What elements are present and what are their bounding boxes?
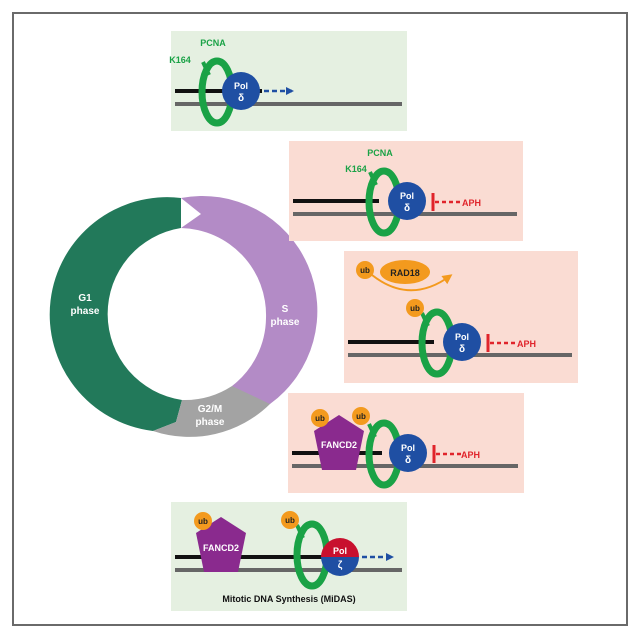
aph-label: APH bbox=[517, 339, 536, 349]
k164-stub bbox=[368, 171, 378, 186]
ubiquitin-fancd2 bbox=[194, 512, 212, 530]
pol-label: Pol bbox=[234, 81, 248, 91]
aph-label: APH bbox=[461, 450, 480, 460]
pol-label: Pol bbox=[333, 546, 347, 556]
g2m-phase-arc bbox=[153, 386, 270, 437]
k164-stub bbox=[367, 423, 377, 438]
fancd2-protein bbox=[314, 415, 364, 470]
delta-label: δ bbox=[405, 455, 411, 466]
delta-label: δ bbox=[459, 344, 465, 355]
panel-replication: PCNA K164 Pol δ bbox=[169, 31, 407, 131]
ub-label: ub bbox=[356, 412, 366, 421]
midas-caption: Mitotic DNA Synthesis (MiDAS) bbox=[222, 594, 355, 604]
ub-label: ub bbox=[285, 516, 295, 525]
ubiquitin-fancd2 bbox=[311, 409, 329, 427]
pol-zeta-bottom-half bbox=[321, 557, 359, 576]
ubiquitin-pcna bbox=[281, 511, 299, 529]
k164-stub bbox=[201, 61, 211, 76]
pol-label: Pol bbox=[400, 191, 414, 201]
g2m-label-line2: phase bbox=[196, 417, 225, 428]
ub-label: ub bbox=[360, 266, 370, 275]
s-label-line1: S bbox=[282, 304, 289, 315]
g2m-label-line1: G2/M bbox=[198, 404, 222, 415]
ub-label: ub bbox=[410, 304, 420, 313]
g1-label-line1: G1 bbox=[78, 293, 92, 304]
s-label-line2: phase bbox=[271, 317, 300, 328]
panel-rad18: ub RAD18 ub Pol δ APH bbox=[344, 251, 578, 383]
pcna-label: PCNA bbox=[200, 38, 226, 48]
pol-zeta-top-half bbox=[321, 538, 359, 557]
panel-midas: FANCD2 ub ub Pol ζ Mitotic DNA Synthesis… bbox=[171, 502, 407, 611]
k164-label: K164 bbox=[169, 55, 191, 65]
g1-phase-arc bbox=[49, 197, 183, 431]
pol-delta-circle bbox=[389, 434, 427, 472]
k164-stub bbox=[295, 524, 305, 539]
rad18-enzyme bbox=[380, 260, 430, 284]
rad18-label: RAD18 bbox=[390, 268, 420, 278]
fancd2-protein bbox=[196, 517, 246, 572]
pcna-label: PCNA bbox=[367, 148, 393, 158]
rad18-transfer-arrow bbox=[371, 274, 453, 292]
ubiquitin-free bbox=[356, 261, 374, 279]
delta-label: δ bbox=[238, 93, 244, 104]
k164-stub bbox=[420, 312, 430, 327]
k164-label: K164 bbox=[345, 164, 367, 174]
s-phase-arc bbox=[181, 196, 318, 405]
zeta-label: ζ bbox=[338, 560, 343, 571]
ubiquitin-attached bbox=[406, 299, 424, 317]
panel-aph-stall: PCNA K164 Pol δ APH bbox=[289, 141, 523, 241]
fancd2-label: FANCD2 bbox=[321, 440, 357, 450]
ubiquitin-pcna bbox=[352, 407, 370, 425]
ub-label: ub bbox=[198, 517, 208, 526]
pol-delta-circle bbox=[222, 72, 260, 110]
g1-label-line2: phase bbox=[71, 306, 100, 317]
panel-bg bbox=[344, 251, 578, 383]
pol-delta-circle bbox=[388, 182, 426, 220]
pol-delta-circle bbox=[443, 323, 481, 361]
delta-label: δ bbox=[404, 203, 410, 214]
fancd2-label: FANCD2 bbox=[203, 543, 239, 553]
aph-label: APH bbox=[462, 198, 481, 208]
cell-cycle-ring: G1 phase S phase G2/M phase bbox=[49, 196, 318, 437]
ub-label: ub bbox=[315, 414, 325, 423]
pol-label: Pol bbox=[455, 332, 469, 342]
pol-label: Pol bbox=[401, 443, 415, 453]
panel-fancd2: FANCD2 ub ub Pol δ APH bbox=[288, 393, 524, 493]
